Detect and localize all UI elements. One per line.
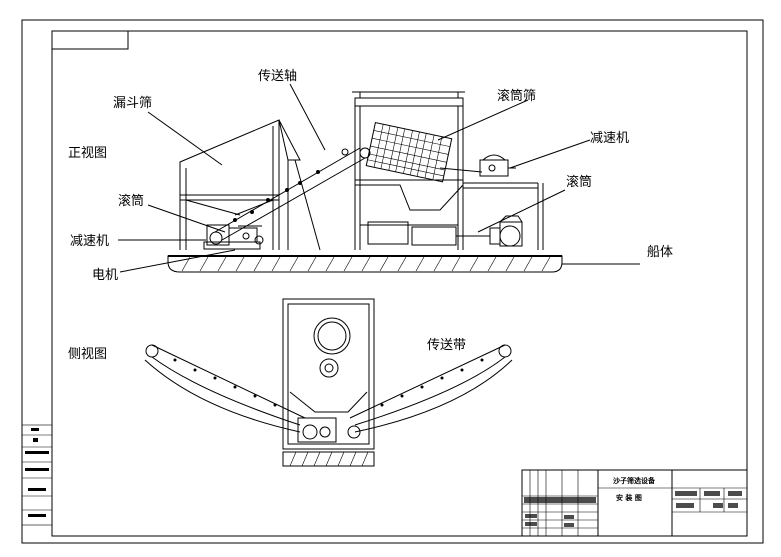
belt-rollers bbox=[173, 358, 484, 407]
label-hopper-screen: 漏斗筛 bbox=[113, 95, 152, 111]
title-drawing: 安 装 图 bbox=[616, 493, 642, 502]
title-project: 沙子筛选设备 bbox=[613, 476, 656, 485]
label-reducer-right: 减速机 bbox=[590, 131, 629, 146]
side-belt-right bbox=[349, 344, 513, 433]
label-hull: 船体 bbox=[647, 245, 673, 260]
side-belt-left bbox=[144, 344, 306, 433]
label-motor: 电机 bbox=[92, 268, 118, 283]
drum-tower bbox=[352, 91, 465, 250]
label-drum-right: 滚筒 bbox=[566, 174, 592, 190]
side-hull-hatch bbox=[289, 451, 369, 467]
label-conveyor-belt: 传送带 bbox=[427, 338, 466, 353]
leader-lines bbox=[118, 83, 640, 273]
right-reducer bbox=[479, 154, 516, 177]
right-frame bbox=[463, 182, 544, 250]
hopper-frame bbox=[179, 119, 321, 251]
lower-drum bbox=[367, 215, 523, 247]
corner-box bbox=[51, 30, 129, 50]
label-front-view: 正视图 bbox=[68, 146, 107, 161]
label-side-view: 侧视图 bbox=[68, 347, 107, 362]
left-strip bbox=[21, 424, 53, 526]
outer-border bbox=[21, 19, 764, 544]
label-drum-left: 滚筒 bbox=[118, 193, 144, 209]
drum-screen bbox=[365, 121, 453, 183]
title-block bbox=[521, 469, 748, 537]
inner-border bbox=[51, 30, 748, 537]
left-drive bbox=[203, 224, 264, 250]
side-view-tower bbox=[282, 298, 375, 467]
hull bbox=[167, 255, 563, 273]
label-reducer-left: 减速机 bbox=[70, 234, 109, 249]
label-conveyor-shaft: 传送轴 bbox=[258, 69, 297, 84]
label-drum-screen: 滚筒筛 bbox=[497, 88, 536, 104]
